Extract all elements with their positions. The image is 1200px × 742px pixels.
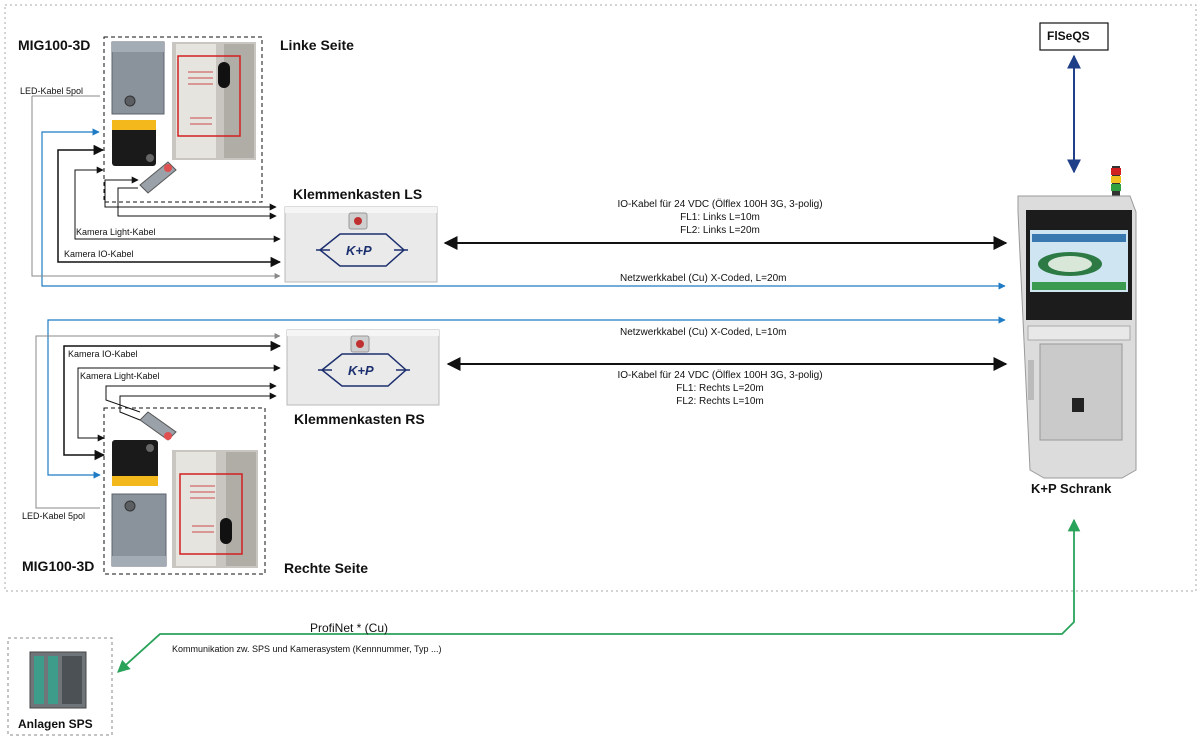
led-light-box-top <box>111 41 165 115</box>
io-cable-rs-label: IO-Kabel für 24 VDC (Ölflex 100H 3G, 3-p… <box>560 369 880 408</box>
camera-label-top: MIG100-3D <box>18 37 91 53</box>
io-cable-rs-line2: FL1: Rechts L=20m <box>676 383 764 394</box>
light-bar-bottom <box>139 411 177 441</box>
plc-device <box>29 651 87 709</box>
io-cable-rs-line3: FL2: Rechts L=10m <box>676 396 764 407</box>
profinet-desc: Kommunikation zw. SPS und Kamerasystem (… <box>172 644 442 654</box>
io-cable-top-line <box>57 144 282 268</box>
profinet-title: ProfiNet * (Cu) <box>310 621 389 635</box>
cabinet-label: K+P Schrank <box>1031 481 1112 496</box>
network-cable-rs-label: Netzwerkkabel (Cu) X-Coded, L=10m <box>620 327 787 338</box>
io-cable-top-label: Kamera IO-Kabel <box>64 249 134 259</box>
light-cable-bottom-label: Kamera Light-Kabel <box>80 371 160 381</box>
network-cable-ls-label: Netzwerkkabel (Cu) X-Coded, L=20m <box>620 273 787 284</box>
junction-box-ls-title: Klemmenkasten LS <box>293 186 423 202</box>
plc-frame <box>7 637 113 736</box>
led-light-box-bottom <box>111 493 167 567</box>
io-cable-ls-line3: FL2: Links L=20m <box>680 225 760 236</box>
aux-cable-top-2 <box>117 187 277 220</box>
side-label-left: Linke Seite <box>280 37 354 53</box>
camera-bottom <box>112 440 158 486</box>
plc-label: Anlagen SPS <box>18 717 93 731</box>
kp-cabinet <box>1017 166 1137 479</box>
kp-logo-rs: K+P <box>348 363 374 378</box>
io-cable-rs-line1: IO-Kabel für 24 VDC (Ölflex 100H 3G, 3-p… <box>617 370 823 381</box>
camera-label-bottom: MIG100-3D <box>22 558 95 574</box>
io-cable-bottom-label: Kamera IO-Kabel <box>68 349 138 359</box>
led-cable-bottom-route <box>35 333 281 509</box>
network-cable-bottom-line <box>47 316 1006 479</box>
fiseqs-label: FlSeQS <box>1047 29 1090 43</box>
light-cable-top-line <box>74 166 281 243</box>
kp-logo-ls: K+P <box>346 243 372 258</box>
camera-top <box>112 120 156 166</box>
io-cable-ls-label: IO-Kabel für 24 VDC (Ölflex 100H 3G, 3-p… <box>560 198 880 237</box>
vehicle-photo-top <box>172 42 256 160</box>
aux-cable-bottom-1 <box>105 382 277 413</box>
io-cable-ls-line2: FL1: Links L=10m <box>680 212 760 223</box>
vehicle-photo-bottom <box>172 450 258 568</box>
io-cable-bottom-line <box>63 340 282 461</box>
light-cable-top-label: Kamera Light-Kabel <box>76 227 156 237</box>
system-boundary <box>4 4 1197 592</box>
network-cable-top-line <box>41 128 1006 290</box>
aux-cable-bottom-2 <box>119 392 277 421</box>
junction-box-rs-title: Klemmenkasten RS <box>294 411 425 427</box>
light-bar-top <box>139 161 177 194</box>
led-cable-top-route <box>31 96 281 279</box>
light-cable-bottom-line <box>77 364 281 442</box>
led-cable-top-label: LED-Kabel 5pol <box>20 86 84 96</box>
profinet-link <box>117 518 1081 673</box>
aux-cable-top-1 <box>104 176 277 211</box>
fiseqs-box <box>1039 22 1109 51</box>
led-cable-bottom-label: LED-Kabel 5pol <box>22 511 86 521</box>
side-label-right: Rechte Seite <box>284 560 369 576</box>
io-cable-ls-line1: IO-Kabel für 24 VDC (Ölflex 100H 3G, 3-p… <box>617 199 823 210</box>
